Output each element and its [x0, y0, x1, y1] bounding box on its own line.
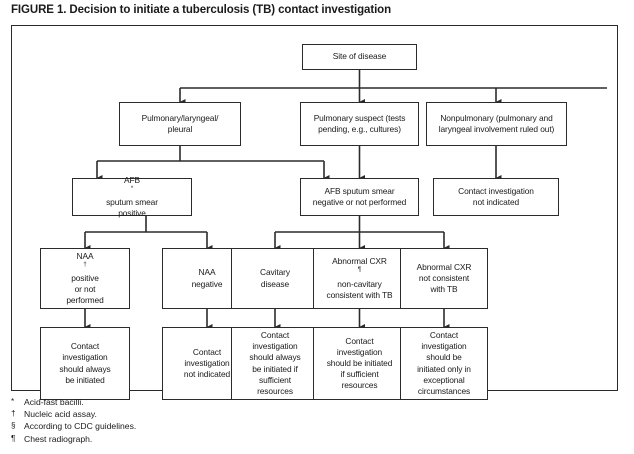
footnote-item: † Nucleic acid assay.: [11, 408, 411, 420]
node-outcome-always-initiated[interactable]: Contact investigation should always be i…: [40, 327, 130, 400]
node-label-line1: Abnormal CXR: [332, 256, 387, 267]
node-label-line5: resources: [341, 380, 378, 391]
footnote-marker-asterisk: *: [130, 186, 134, 193]
node-nonpulmonary[interactable]: Nonpulmonary (pulmonary and laryngeal in…: [426, 102, 567, 146]
node-label-line2: investigation: [252, 341, 298, 352]
page-title: FIGURE 1. Decision to initiate a tubercu…: [11, 4, 392, 16]
node-label-line6: resources: [257, 385, 293, 396]
node-label-line1: NAA: [76, 250, 94, 261]
footnote-text: Acid-fast bacilli.: [24, 397, 84, 407]
node-label-line1: NAA: [198, 267, 216, 278]
footnote-marker: ¶: [11, 433, 16, 443]
node-outcome-cavitary-resources[interactable]: Contact investigation should always be i…: [231, 327, 319, 400]
node-label-line3: not indicated: [183, 369, 231, 380]
node-label-line1: Cavitary: [260, 267, 290, 278]
footnote-marker-pilcrow: ¶: [357, 267, 362, 274]
figure-frame: Site of disease Pulmonary/laryngeal/ ple…: [11, 25, 619, 400]
node-pulmonary-suspect[interactable]: Pulmonary suspect (tests pending, e.g., …: [300, 102, 419, 146]
node-label-line1: Pulmonary suspect (tests: [313, 112, 406, 123]
node-label-line1: AFB sputum smear: [324, 185, 395, 196]
node-label-line2: or not: [74, 284, 96, 295]
node-abnormal-cxr-not-consistent[interactable]: Abnormal CXR not consistent with TB: [400, 248, 488, 309]
node-label-line2: disease: [260, 278, 290, 289]
connector-layer: [12, 26, 619, 392]
footnote-text: According to CDC guidelines.: [24, 421, 137, 432]
node-label-line3: should be: [426, 352, 462, 363]
node-outcome-noncavitary-resources[interactable]: Contact investigation should be initiate…: [313, 327, 406, 400]
node-label-line2: investigation: [421, 341, 467, 352]
node-label-line1: Contact: [70, 341, 100, 352]
footnote-marker: †: [11, 409, 16, 419]
node-label-line4: if sufficient: [340, 369, 379, 380]
node-label-line2: negative: [191, 278, 223, 289]
node-cavitary-disease[interactable]: Cavitary disease: [231, 248, 319, 309]
node-label-line6: circumstances: [417, 385, 471, 396]
node-contact-investigation-not-indicated-top[interactable]: Contact investigation not indicated: [433, 178, 559, 216]
node-label-line2: negative or not performed: [312, 197, 407, 207]
node-label-line1: Contact: [260, 330, 290, 341]
node-pulmonary-laryngeal-pleural[interactable]: Pulmonary/laryngeal/ pleural: [119, 102, 241, 146]
node-label-line1: Abnormal CXR: [416, 261, 472, 272]
footnote-marker: §: [11, 421, 16, 431]
node-label-line1: Nonpulmonary (pulmonary and: [440, 112, 553, 123]
node-label-line1: Contact: [429, 330, 459, 341]
footnote-text: Chest radiograph.: [24, 433, 93, 444]
footnote-item: * Acid-fast bacilli.: [11, 396, 411, 408]
footnote-text: Nucleic acid assay.: [24, 409, 97, 420]
node-afb-smear-negative[interactable]: AFB sputum smear negative or not perform…: [300, 178, 419, 216]
node-label-line2: not indicated: [472, 197, 520, 207]
footnote-item: ¶ Chest radiograph.: [11, 433, 411, 445]
node-label-line1: Pulmonary/laryngeal/: [141, 112, 219, 123]
footnote-marker-dagger: †: [83, 262, 87, 269]
node-label-line4: initiated only in: [417, 363, 471, 374]
node-label-line2: pending, e.g., cultures): [318, 124, 401, 134]
node-naa-positive[interactable]: NAA† positive or not performed: [40, 248, 130, 309]
node-label-line5: sufficient: [259, 374, 291, 385]
node-label-line1: Contact investigation: [458, 185, 534, 196]
node-label-line2: investigation: [184, 357, 230, 368]
node-label-line3: should always: [59, 363, 111, 374]
node-abnormal-cxr-noncavitary[interactable]: Abnormal CXR¶ non-cavitary consistent wi…: [313, 248, 406, 309]
node-afb-smear-positive[interactable]: AFB* sputum smear positive: [72, 174, 192, 219]
node-label-line1: Contact: [192, 346, 222, 357]
footnote-list: * Acid-fast bacilli. † Nucleic acid assa…: [11, 396, 411, 445]
node-label-line3: consistent with TB: [326, 289, 393, 300]
node-site-of-disease[interactable]: Site of disease: [302, 44, 417, 70]
node-label-line2: investigation: [62, 352, 108, 363]
node-label-line2: laryngeal involvement ruled out): [438, 124, 555, 134]
node-label-line3: should always: [249, 352, 301, 363]
node-label-line1b: positive: [71, 272, 99, 283]
node-label-line1b: sputum smear: [106, 197, 158, 207]
node-label-line3: with TB: [430, 284, 458, 295]
node-label-line2: non-cavitary: [337, 278, 382, 289]
node-label-line2: investigation: [336, 346, 383, 357]
footnote-item: § According to CDC guidelines.: [11, 420, 411, 432]
node-label-line1: Contact: [345, 335, 374, 346]
footnote-marker: *: [11, 397, 15, 406]
node-label-line5: exceptional: [423, 374, 465, 385]
node-label-line2: pleural: [167, 124, 193, 134]
node-label-line1: AFB: [124, 174, 140, 185]
node-label-line4: be initiated if: [252, 363, 298, 374]
node-label-line3: should be initiated: [326, 357, 393, 368]
node-label-line4: be initiated: [65, 374, 105, 385]
node-label-line2: positive: [118, 208, 146, 219]
node-label: Site of disease: [332, 51, 387, 62]
node-label-line2: not consistent: [418, 272, 470, 283]
node-outcome-exceptional-circumstances[interactable]: Contact investigation should be initiate…: [400, 327, 488, 400]
node-label-line3: performed: [66, 295, 104, 306]
